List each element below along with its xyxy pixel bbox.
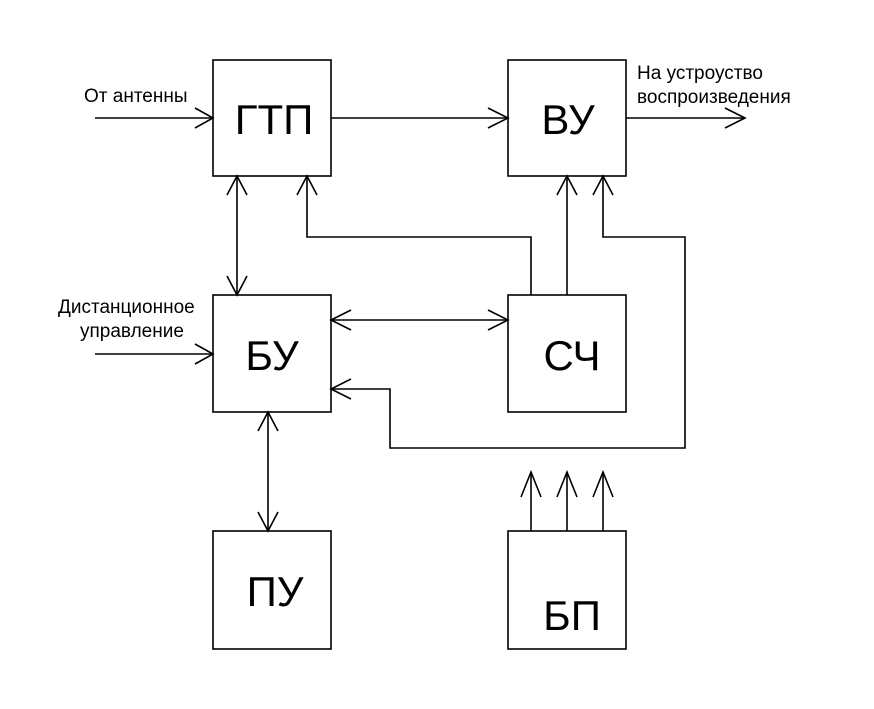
bu-pu-bidirectional-arrow [257,410,279,533]
block-vu: ВУ [507,59,627,177]
block-gtp: ГТП [212,59,332,177]
gtp-to-vu-arrow [331,107,510,129]
block-pu-label: ПУ [247,568,304,615]
playback-output-label-line2: воспроизведения [637,87,791,108]
block-gtp-label: ГТП [235,96,314,143]
bu-sch-bidirectional-arrow [329,309,510,331]
block-sch: СЧ [507,294,627,413]
sch-to-vu-arrow [556,174,578,295]
antenna-to-gtp-arrow [95,107,215,129]
block-bp-label: БП [543,592,601,639]
gtp-bu-bidirectional-arrow [226,174,248,297]
remote-control-label-line2: управление [80,321,184,342]
block-bu-label: БУ [245,332,299,379]
block-pu: ПУ [212,530,332,650]
block-bp: БП [507,530,627,650]
bp-output-arrow-2 [556,469,578,531]
vu-to-playback-arrow [626,107,747,129]
block-bu: БУ [212,294,332,413]
block-vu-label: ВУ [541,96,595,143]
vu-to-bu-loop-arrow [329,174,686,449]
remote-control-label-line1: Дистанционное [58,297,195,318]
sch-to-gtp-arrow [296,174,532,295]
antenna-input-label: От антенны [84,86,188,107]
remote-to-bu-arrow [95,343,215,365]
bp-output-arrow-1 [520,469,542,531]
bp-output-arrow-3 [592,469,614,531]
block-sch-label: СЧ [544,332,601,379]
playback-output-label-line1: На устроуство [637,63,763,84]
